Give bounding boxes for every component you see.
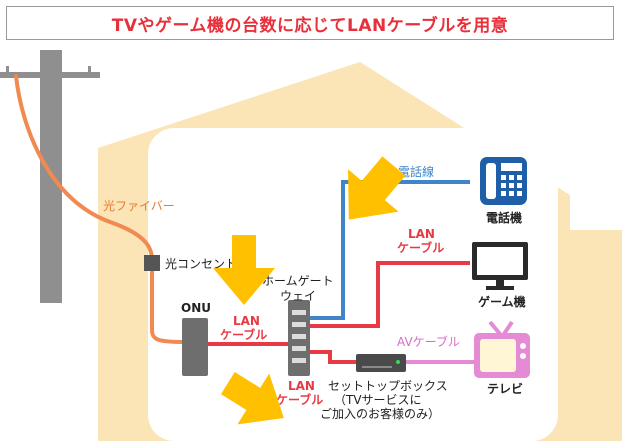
arrow-to-settop-cable-icon xyxy=(220,372,284,425)
arrow-to-phone-line-icon xyxy=(348,156,406,220)
onu-label: ONU xyxy=(181,301,211,315)
title-banner: TVやゲーム機の台数に応じてLANケーブルを用意 xyxy=(6,6,614,40)
gateway-label-line1: ホームゲート xyxy=(262,274,334,288)
settop-box-device xyxy=(356,354,406,372)
game-monitor-icon xyxy=(472,242,528,290)
outlet-label: 光コンセント xyxy=(165,257,237,271)
av-cable-label: AVケーブル xyxy=(397,334,460,349)
lan-label-2-line1: LAN xyxy=(408,227,435,241)
lan-cable-game xyxy=(310,261,470,328)
phone-line xyxy=(310,180,470,320)
fiber-label: 光ファイバー xyxy=(103,199,175,213)
tv-icon xyxy=(474,320,530,378)
lan-label-1-line2: ケーブル xyxy=(220,327,267,342)
phone-line-label: 電話線 xyxy=(398,164,434,179)
lan-cable-settop xyxy=(310,350,356,364)
page-title: TVやゲーム機の台数に応じてLANケーブルを用意 xyxy=(111,15,509,36)
utility-pole xyxy=(0,50,100,303)
fiber-cable xyxy=(14,74,187,344)
phone-icon xyxy=(480,157,527,205)
home-gateway-device xyxy=(288,300,310,376)
settop-label-line1: セットトップボックス xyxy=(328,379,448,393)
gateway-label-line2: ウェイ xyxy=(280,289,316,303)
lan-label-1-line1: LAN xyxy=(233,314,260,328)
tv-label: テレビ xyxy=(487,381,523,396)
lan-label-3-line1: LAN xyxy=(288,379,315,393)
onu-device xyxy=(182,318,208,376)
lan-label-3-line2: ケーブル xyxy=(276,392,323,407)
lan-label-2-line2: ケーブル xyxy=(397,240,444,255)
optical-outlet xyxy=(144,255,160,271)
game-label: ゲーム機 xyxy=(478,294,526,309)
arrow-down-icon xyxy=(213,235,275,305)
phone-label: 電話機 xyxy=(486,210,522,225)
settop-label-line3: ご加入のお客様のみ） xyxy=(320,406,440,421)
settop-label-line2: （TVサービスに xyxy=(334,393,422,407)
